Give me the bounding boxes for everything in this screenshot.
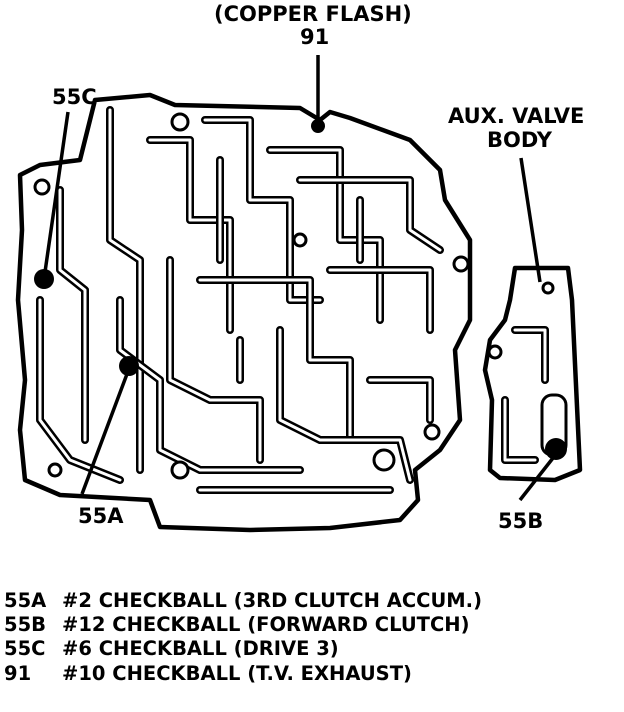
callout-55a-label: 55A — [78, 504, 124, 528]
checkball-55c — [34, 269, 54, 289]
legend-text-55a: #2 CHECKBALL (3RD CLUTCH ACCUM.) — [62, 589, 482, 612]
copper-flash-label: (COPPER FLASH) — [214, 2, 412, 26]
legend-code-55c: 55C — [4, 637, 45, 660]
legend-text-55b: #12 CHECKBALL (FORWARD CLUTCH) — [62, 613, 470, 636]
checkball-91 — [311, 119, 325, 133]
passage-network — [36, 106, 444, 494]
legend: 55A #2 CHECKBALL (3RD CLUTCH ACCUM.) 55B… — [4, 589, 482, 685]
checkball-55a — [119, 356, 139, 376]
bolt-holes — [33, 112, 470, 480]
aux-valve-label-line2: BODY — [487, 128, 553, 152]
leader-55a — [80, 373, 129, 495]
legend-text-55c: #6 CHECKBALL (DRIVE 3) — [62, 637, 339, 660]
leader-55b — [518, 456, 555, 502]
legend-code-55a: 55A — [4, 589, 46, 612]
aux-valve-label-line1: AUX. VALVE — [448, 104, 584, 128]
callout-55c-label: 55C — [52, 85, 97, 109]
callout-55b-label: 55B — [498, 509, 543, 533]
leader-55c — [43, 111, 70, 273]
legend-text-91: #10 CHECKBALL (T.V. EXHAUST) — [62, 662, 412, 685]
checkball-55b — [545, 438, 567, 460]
callout-91-label: 91 — [300, 25, 329, 49]
legend-code-55b: 55B — [4, 613, 46, 636]
leader-aux — [519, 157, 542, 283]
legend-code-91: 91 — [4, 662, 31, 685]
